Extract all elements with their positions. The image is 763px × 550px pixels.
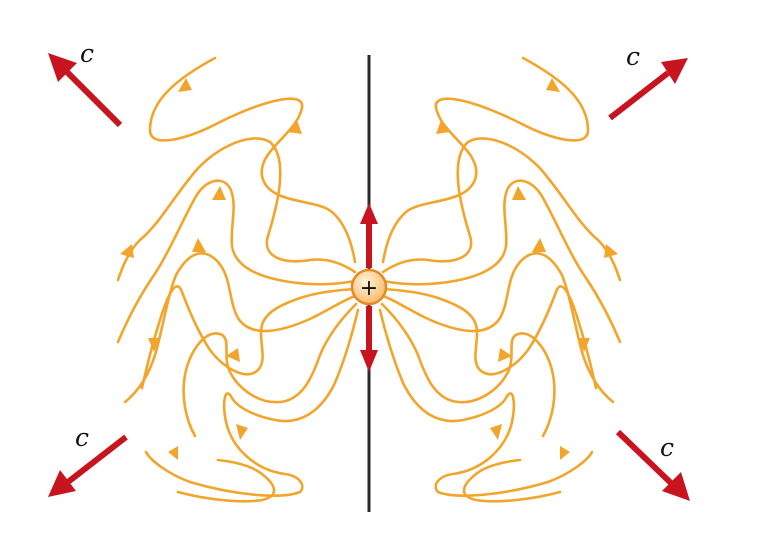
up-arrow-head xyxy=(360,203,378,224)
propagation-arrow-top-left xyxy=(63,68,123,128)
field-line xyxy=(144,308,360,497)
field-lines-left xyxy=(116,56,360,503)
charge-symbol: + xyxy=(360,276,378,301)
propagation-arrow-top-right xyxy=(608,70,670,121)
field-arrow xyxy=(178,78,192,92)
field-line xyxy=(381,179,622,344)
field-line xyxy=(462,458,562,503)
field-line xyxy=(140,285,357,390)
field-line xyxy=(381,137,622,282)
speed-label-bottom-right: c xyxy=(660,433,674,462)
field-line xyxy=(378,308,594,497)
charge-motion-arrows xyxy=(360,203,378,372)
field-arrow xyxy=(436,120,450,134)
propagation-arrowheads xyxy=(48,53,690,501)
field-arrow xyxy=(226,348,240,362)
field-line xyxy=(176,458,276,503)
field-line xyxy=(182,302,358,438)
down-arrow-head xyxy=(360,350,378,372)
speed-labels: c c c c xyxy=(75,39,674,462)
field-arrow xyxy=(192,238,206,252)
field-arrow xyxy=(546,78,560,92)
field-arrow xyxy=(148,338,160,352)
field-arrow xyxy=(578,338,590,352)
field-arrow xyxy=(560,446,570,460)
field-arrow xyxy=(236,424,248,440)
field-arrow xyxy=(498,348,512,362)
field-arrow xyxy=(288,120,302,134)
propagation-arrow-bottom-left xyxy=(66,434,128,485)
field-line xyxy=(148,56,357,264)
field-arrow xyxy=(512,186,526,200)
field-arrow xyxy=(168,446,178,460)
field-line xyxy=(123,252,357,404)
speed-label-top-right: c xyxy=(626,42,640,71)
speed-label-bottom-left: c xyxy=(75,423,89,452)
field-arrow xyxy=(532,238,546,252)
field-direction-arrows xyxy=(120,78,618,460)
field-arrow xyxy=(120,244,134,258)
propagation-arrows xyxy=(63,68,675,487)
field-lines-right xyxy=(378,56,622,503)
field-arrow xyxy=(604,244,618,258)
field-line xyxy=(116,137,357,282)
field-line xyxy=(381,285,598,390)
field-line xyxy=(380,302,556,438)
propagation-arrow-bottom-right xyxy=(615,429,675,487)
field-line xyxy=(381,252,615,404)
positive-charge: + xyxy=(350,268,388,306)
field-arrow xyxy=(212,186,226,200)
field-arrow xyxy=(490,424,502,440)
field-line xyxy=(116,179,357,344)
speed-label-top-left: c xyxy=(80,39,94,68)
field-line xyxy=(381,56,590,264)
